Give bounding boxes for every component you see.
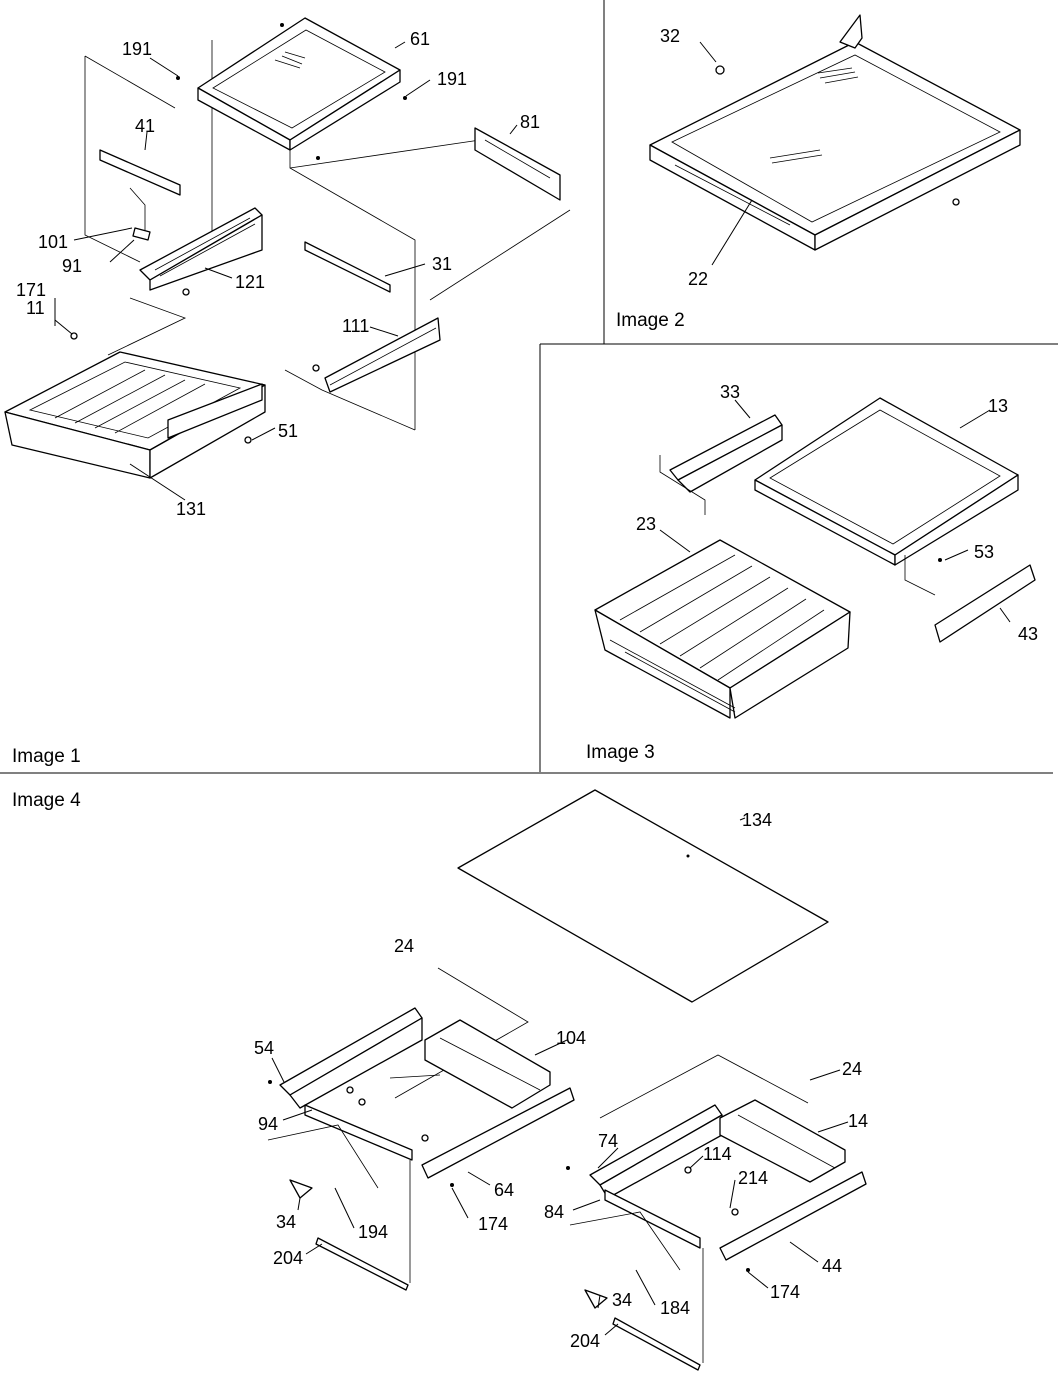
rail-41 (99, 149, 181, 196)
label-61: 61 (410, 29, 430, 49)
glass-panel-134 (457, 789, 829, 1003)
caption-image-3: Image 3 (586, 742, 655, 763)
label-131: 131 (176, 499, 206, 519)
label-174: 174 (770, 1282, 800, 1302)
shelf-61 (197, 17, 401, 151)
shelf-22 (649, 14, 1021, 251)
slide-111 (324, 317, 441, 393)
label-34: 34 (276, 1212, 296, 1232)
label-43: 43 (1018, 624, 1038, 644)
label-191: 191 (437, 69, 467, 89)
label-34: 34 (612, 1290, 632, 1310)
label-214: 214 (738, 1168, 768, 1188)
label-121: 121 (235, 272, 265, 292)
cover-81 (474, 127, 561, 201)
label-184: 184 (660, 1298, 690, 1318)
left-shelf-assembly (267, 967, 575, 1291)
label-44: 44 (822, 1256, 842, 1276)
label-32: 32 (660, 26, 680, 46)
label-22: 22 (688, 269, 708, 289)
label-31: 31 (432, 254, 452, 274)
label-94: 94 (258, 1114, 278, 1134)
label-204: 204 (570, 1331, 600, 1351)
label-64: 64 (494, 1180, 514, 1200)
panel-image-4: Image 4 (12, 789, 868, 1371)
label-23: 23 (636, 514, 656, 534)
label-134: 134 (742, 810, 772, 830)
panel-image-2: 32 22 Image 3 Image 2 (616, 14, 1021, 331)
label-74: 74 (598, 1131, 618, 1151)
label-24: 24 (842, 1059, 862, 1079)
caption-image-1: Image 1 (12, 746, 81, 767)
label-91: 91 (62, 256, 82, 276)
label-104: 104 (556, 1028, 586, 1048)
label-11: 11 (26, 298, 45, 318)
label-111: 111 (342, 316, 369, 336)
label-204: 204 (273, 1248, 303, 1268)
basket-23 (594, 539, 851, 719)
image1-labels: 191 61 191 41 81 101 91 121 31 171 11 11… (16, 29, 540, 519)
label-54: 54 (254, 1038, 274, 1058)
label-14: 14 (848, 1111, 868, 1131)
shelf-13 (754, 397, 1019, 566)
label-24: 24 (394, 936, 414, 956)
label-194: 194 (358, 1222, 388, 1242)
drawer-131 (4, 351, 266, 479)
image4-labels: 134 24 54 104 94 24 14 74 114 214 34 194… (254, 810, 868, 1351)
label-81: 81 (520, 112, 540, 132)
label-33: 33 (720, 382, 740, 402)
label-171: 171 (16, 280, 46, 300)
label-191: 191 (122, 39, 152, 59)
label-53: 53 (974, 542, 994, 562)
panel-image-3: 33 13 23 53 43 Image 3 (586, 382, 1038, 763)
caption-image-4: Image 4 (12, 790, 81, 811)
label-114: 114 (703, 1144, 732, 1164)
label-51: 51 (278, 421, 298, 441)
label-174: 174 (478, 1214, 508, 1234)
panel-frames (0, 0, 1058, 774)
right-shelf-assembly (569, 1054, 867, 1371)
label-84: 84 (544, 1202, 564, 1222)
label-41: 41 (135, 116, 155, 136)
label-13: 13 (988, 396, 1008, 416)
label-101: 101 (38, 232, 68, 252)
slide-121 (139, 207, 263, 291)
caption-image-2: Image 2 (616, 310, 685, 331)
panel-image-1: 191 61 191 41 81 101 91 121 31 171 11 11… (4, 17, 571, 767)
strip-31 (304, 241, 391, 293)
rail-43 (934, 564, 1036, 643)
